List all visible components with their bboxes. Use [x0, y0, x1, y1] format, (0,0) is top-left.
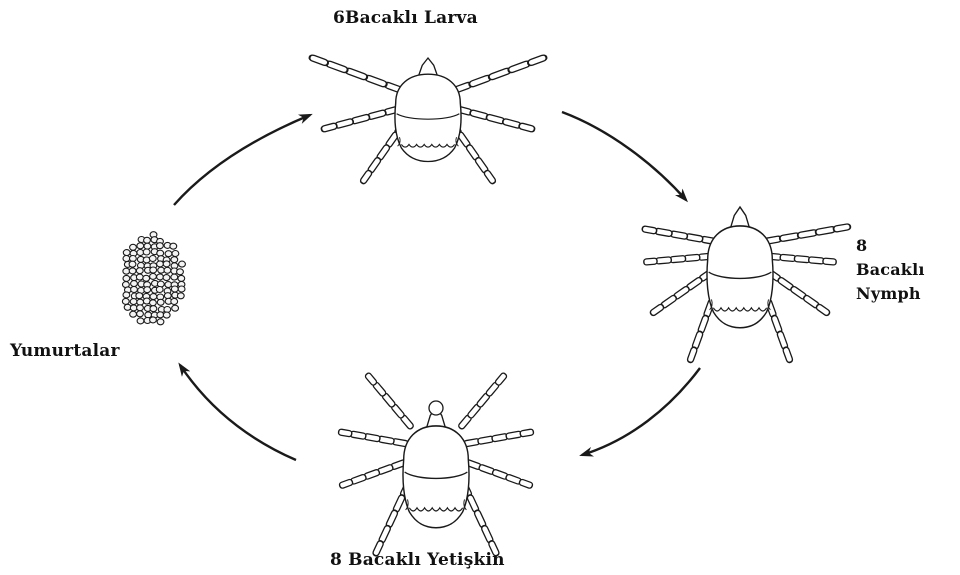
egg — [171, 257, 178, 263]
egg — [143, 275, 150, 281]
egg — [163, 261, 170, 267]
egg — [172, 251, 179, 257]
egg — [150, 294, 157, 300]
egg — [123, 250, 130, 256]
egg — [137, 311, 144, 317]
egg — [157, 274, 164, 280]
egg — [171, 286, 178, 292]
nymph-illustration — [642, 207, 851, 363]
egg — [122, 298, 129, 304]
egg — [123, 275, 130, 281]
larva-illustration — [309, 54, 548, 184]
egg — [123, 292, 130, 298]
egg — [150, 273, 157, 279]
egg — [130, 244, 137, 250]
egg — [129, 261, 136, 267]
adult-illustration — [338, 372, 534, 557]
egg — [130, 299, 137, 305]
egg — [177, 269, 184, 275]
egg — [157, 261, 164, 267]
egg — [137, 318, 144, 324]
egg — [136, 293, 143, 299]
egg — [129, 268, 136, 274]
egg — [179, 261, 186, 267]
egg — [137, 305, 144, 311]
larva-label: 6Bacaklı Larva — [333, 8, 478, 28]
eggs-illustration — [122, 232, 185, 325]
egg — [156, 287, 163, 293]
egg — [178, 275, 185, 281]
egg — [136, 268, 143, 274]
egg — [144, 243, 151, 249]
egg — [123, 256, 130, 262]
egg — [131, 281, 138, 287]
arrow-eggs-to-larva — [174, 115, 310, 205]
egg — [165, 251, 172, 257]
egg — [163, 312, 170, 318]
adult-label: 8 Bacaklı Yetişkin — [330, 550, 505, 570]
egg — [163, 275, 170, 281]
egg — [130, 311, 137, 317]
egg — [178, 286, 185, 292]
egg — [144, 287, 151, 293]
egg — [170, 243, 177, 249]
egg — [164, 267, 171, 273]
egg — [157, 312, 164, 318]
egg — [136, 274, 143, 280]
arrow-adult-to-eggs — [180, 365, 296, 460]
egg — [172, 305, 179, 311]
nymph-label: 8 Bacaklı Nymph — [856, 234, 925, 306]
arrow-nymph-to-adult — [582, 368, 700, 455]
egg — [150, 317, 157, 323]
egg — [150, 267, 157, 273]
eggs-label: Yumurtalar — [10, 341, 120, 361]
nymph-label-line-3: Nymph — [856, 282, 925, 306]
egg — [157, 243, 164, 249]
egg — [149, 256, 156, 262]
egg — [137, 243, 144, 249]
egg — [150, 306, 157, 312]
egg — [143, 249, 150, 255]
egg — [157, 319, 164, 325]
egg — [150, 300, 157, 306]
egg — [157, 299, 164, 305]
egg — [144, 237, 151, 243]
nymph-label-line-2: Bacaklı — [856, 258, 925, 282]
egg — [171, 274, 178, 280]
egg — [177, 293, 184, 299]
egg — [130, 256, 137, 262]
egg — [131, 287, 138, 293]
arrow-larva-to-nymph — [562, 112, 686, 200]
nymph-label-line-1: 8 — [856, 234, 925, 258]
egg — [171, 299, 178, 305]
